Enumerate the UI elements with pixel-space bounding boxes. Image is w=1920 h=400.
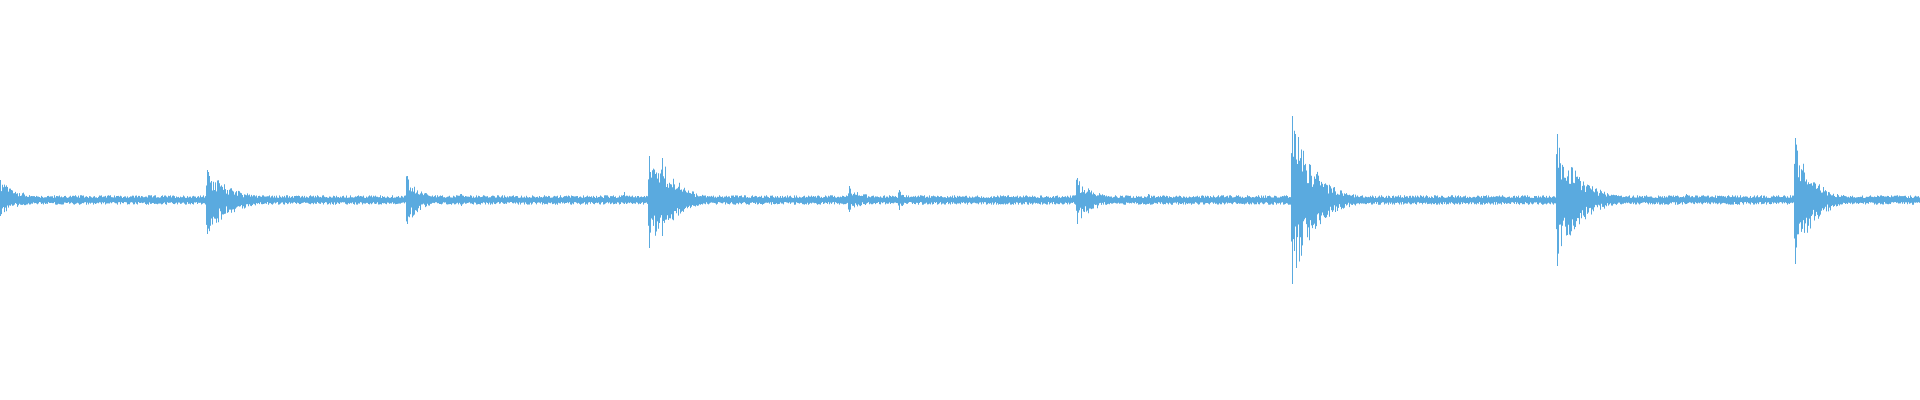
waveform-signal xyxy=(0,130,1920,268)
